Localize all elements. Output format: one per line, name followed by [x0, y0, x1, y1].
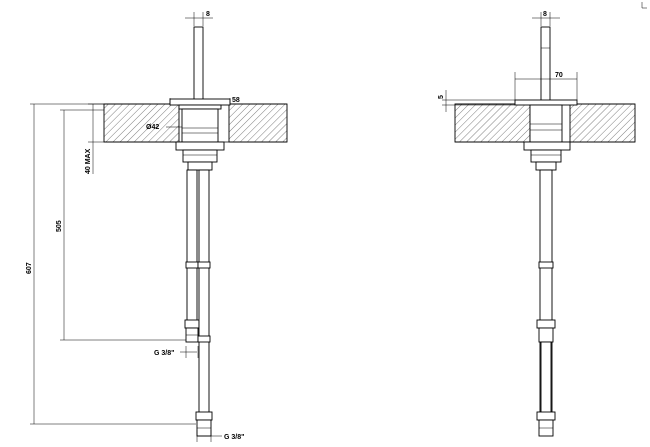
- side-hose-right-nut: [195, 411, 213, 421]
- label-group-side-lower-thread: G 3/8": [196, 430, 244, 442]
- front-spout-stem: [540, 26, 551, 102]
- side-hose-right-ferrule-2: [197, 335, 211, 343]
- side-spout-stem: [193, 26, 204, 102]
- side-hose-left-ferrule-1: [185, 261, 199, 269]
- dim-front-flange-height: 5: [438, 90, 515, 112]
- dim-side-body-diameter: Ø42: [146, 124, 182, 131]
- label-side-spout-diameter: 8: [206, 11, 210, 18]
- side-deck-slab-left: [103, 103, 180, 143]
- corner-mark: [641, 2, 647, 9]
- front-flange: [514, 99, 578, 106]
- side-fixing-nut: [175, 141, 225, 151]
- side-flange: [169, 98, 231, 106]
- label-front-flange-width: 70: [555, 72, 563, 79]
- dim-front-flange-width: 70: [514, 72, 578, 100]
- dim-side-flange-width: 58: [169, 97, 240, 104]
- label-group-side-upper-thread: G 3/8": [154, 346, 199, 358]
- side-hose-right: [198, 169, 210, 415]
- dim-side-spout-diameter: 8: [185, 11, 213, 26]
- label-side-lower-thread: G 3/8": [224, 434, 244, 441]
- front-hose-nut-bottom: [536, 411, 556, 421]
- side-hose-left-nut: [184, 319, 200, 329]
- front-hose-ferrule-1: [538, 261, 554, 269]
- front-deck-slab-left: [454, 103, 531, 143]
- side-hose-left: [186, 169, 198, 341]
- front-hose-end-mid: [538, 327, 554, 343]
- side-body: [181, 108, 219, 143]
- side-deck-slab-right: [228, 103, 288, 143]
- label-side-flange-width: 58: [232, 97, 240, 104]
- label-side-body-diameter: Ø42: [146, 124, 159, 131]
- dim-side-deck-thickness: 40 MAX: [85, 103, 104, 174]
- front-hose-tail: [540, 341, 552, 415]
- label-front-flange-height: 5: [438, 95, 445, 99]
- label-side-length-upper: 505: [56, 220, 63, 232]
- label-side-upper-thread: G 3/8": [154, 350, 174, 357]
- dim-side-length-upper: 505: [56, 109, 186, 341]
- front-deck-slab-right: [569, 103, 636, 143]
- front-hose-nut-mid: [536, 319, 556, 329]
- front-lower-nut: [530, 149, 562, 163]
- side-hose-right-ferrule-1: [197, 261, 211, 269]
- dim-side-overall-length: 607: [26, 103, 196, 425]
- front-body: [529, 104, 563, 143]
- front-fixing-nut: [523, 141, 571, 151]
- label-side-deck-thickness: 40 MAX: [85, 148, 92, 174]
- front-view: 8 70 5: [438, 11, 636, 437]
- dim-front-spout-diameter: 8: [532, 11, 560, 26]
- side-lower-nut: [182, 149, 218, 163]
- label-front-spout-diameter: 8: [543, 11, 547, 18]
- label-side-overall-length: 607: [26, 262, 33, 274]
- side-view: 8 58 Ø42 40 MAX 505: [26, 11, 288, 442]
- side-flange-ring: [178, 104, 222, 110]
